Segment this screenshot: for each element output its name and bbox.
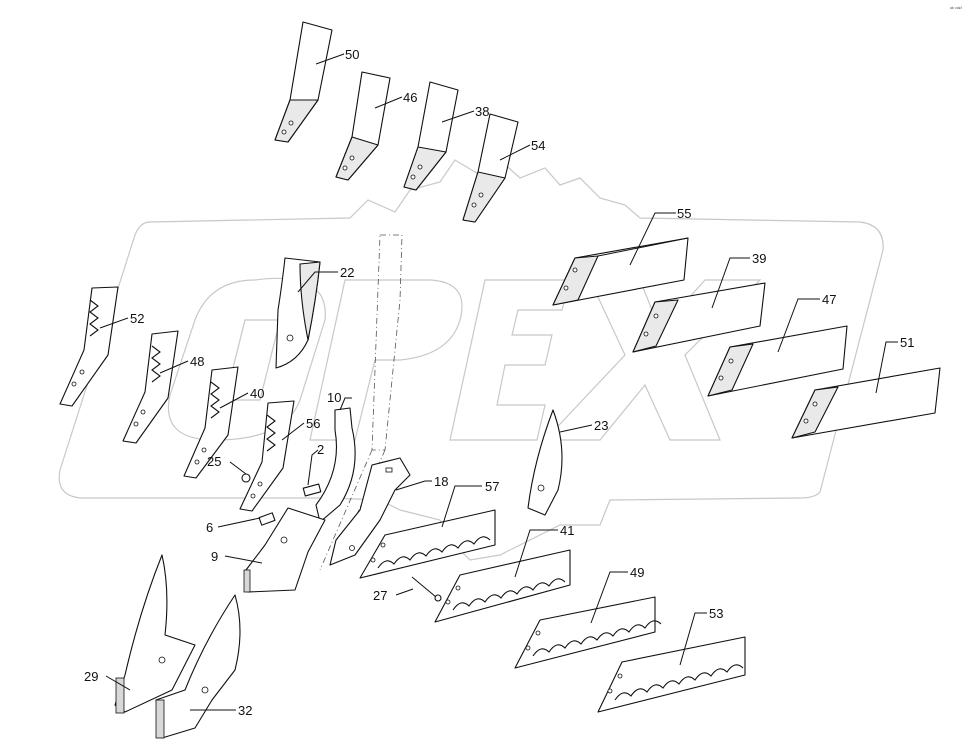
- callout-53[interactable]: 53: [679, 606, 723, 666]
- part-18[interactable]: [329, 457, 411, 566]
- part-46[interactable]: [335, 71, 391, 181]
- part-57[interactable]: [359, 509, 496, 579]
- svg-text:48: 48: [190, 354, 204, 369]
- svg-text:18: 18: [434, 474, 448, 489]
- svg-text:2: 2: [317, 442, 324, 457]
- callout-49[interactable]: 49: [590, 565, 644, 624]
- callout-38[interactable]: 38: [441, 104, 489, 123]
- callout-52[interactable]: 52: [99, 311, 144, 329]
- svg-text:41: 41: [560, 523, 574, 538]
- svg-text:23: 23: [594, 418, 608, 433]
- svg-text:9: 9: [211, 549, 218, 564]
- svg-text:46: 46: [403, 90, 417, 105]
- bolt-6[interactable]: [258, 512, 276, 526]
- svg-text:38: 38: [475, 104, 489, 119]
- callout-41[interactable]: 41: [514, 523, 574, 578]
- callout-6[interactable]: 6: [206, 517, 261, 535]
- callout-32[interactable]: 32: [190, 703, 252, 718]
- svg-text:32: 32: [238, 703, 252, 718]
- svg-text:51: 51: [900, 335, 914, 350]
- corner-mark: ᵃᵇ ᶜᵈᵉᶠ: [950, 6, 963, 12]
- part-48[interactable]: [122, 330, 179, 444]
- svg-text:57: 57: [485, 479, 499, 494]
- part-52[interactable]: [59, 286, 119, 407]
- svg-text:22: 22: [340, 265, 354, 280]
- callout-46[interactable]: 46: [374, 90, 417, 109]
- part-23[interactable]: [527, 409, 563, 516]
- callout-18[interactable]: 18: [395, 474, 448, 491]
- callout-25[interactable]: 25: [207, 454, 247, 475]
- callout-48[interactable]: 48: [159, 354, 204, 374]
- callout-39[interactable]: 39: [711, 251, 766, 309]
- svg-text:52: 52: [130, 311, 144, 326]
- callout-47[interactable]: 47: [777, 292, 836, 353]
- part-10[interactable]: [315, 407, 356, 523]
- callout-57[interactable]: 57: [441, 479, 499, 528]
- part-54[interactable]: [462, 113, 519, 223]
- part-32[interactable]: [155, 594, 241, 739]
- callout-29[interactable]: 29: [84, 669, 131, 691]
- callout-55[interactable]: 55: [629, 206, 691, 266]
- svg-text:56: 56: [306, 416, 320, 431]
- callout-54[interactable]: 54: [499, 138, 545, 161]
- callout-40[interactable]: 40: [219, 386, 264, 409]
- svg-text:49: 49: [630, 565, 644, 580]
- part-47[interactable]: [707, 325, 848, 397]
- svg-text:29: 29: [84, 669, 98, 684]
- part-51[interactable]: [791, 367, 941, 439]
- svg-text:54: 54: [531, 138, 545, 153]
- part-40[interactable]: [183, 366, 239, 479]
- part-39[interactable]: [632, 282, 766, 353]
- callout-10[interactable]: 10: [327, 390, 352, 411]
- svg-text:6: 6: [206, 520, 213, 535]
- callout-50[interactable]: 50: [315, 47, 359, 65]
- svg-text:53: 53: [709, 606, 723, 621]
- part-53[interactable]: [597, 636, 746, 713]
- part-41[interactable]: [434, 549, 571, 623]
- svg-text:40: 40: [250, 386, 264, 401]
- svg-text:39: 39: [752, 251, 766, 266]
- part-49[interactable]: [514, 596, 662, 669]
- svg-text:50: 50: [345, 47, 359, 62]
- callout-56[interactable]: 56: [281, 416, 320, 441]
- svg-text:25: 25: [207, 454, 221, 469]
- callout-22[interactable]: 22: [297, 265, 354, 293]
- part-29[interactable]: [114, 554, 196, 714]
- bolt-2[interactable]: [302, 483, 322, 497]
- callout-27[interactable]: 27: [373, 588, 414, 603]
- part-38[interactable]: [403, 81, 459, 191]
- callout-23[interactable]: 23: [559, 418, 608, 433]
- part-56[interactable]: [239, 400, 295, 512]
- callout-51[interactable]: 51: [875, 335, 914, 394]
- callout-2[interactable]: 2: [307, 442, 324, 486]
- nut-25[interactable]: [241, 473, 251, 483]
- svg-text:47: 47: [822, 292, 836, 307]
- bolt-27[interactable]: [411, 576, 442, 602]
- part-55[interactable]: [552, 237, 689, 306]
- part-50[interactable]: [274, 21, 333, 143]
- svg-text:27: 27: [373, 588, 387, 603]
- part-22[interactable]: [275, 257, 321, 369]
- part-9[interactable]: [243, 507, 326, 593]
- callout-9[interactable]: 9: [211, 549, 263, 564]
- svg-text:10: 10: [327, 390, 341, 405]
- svg-text:55: 55: [677, 206, 691, 221]
